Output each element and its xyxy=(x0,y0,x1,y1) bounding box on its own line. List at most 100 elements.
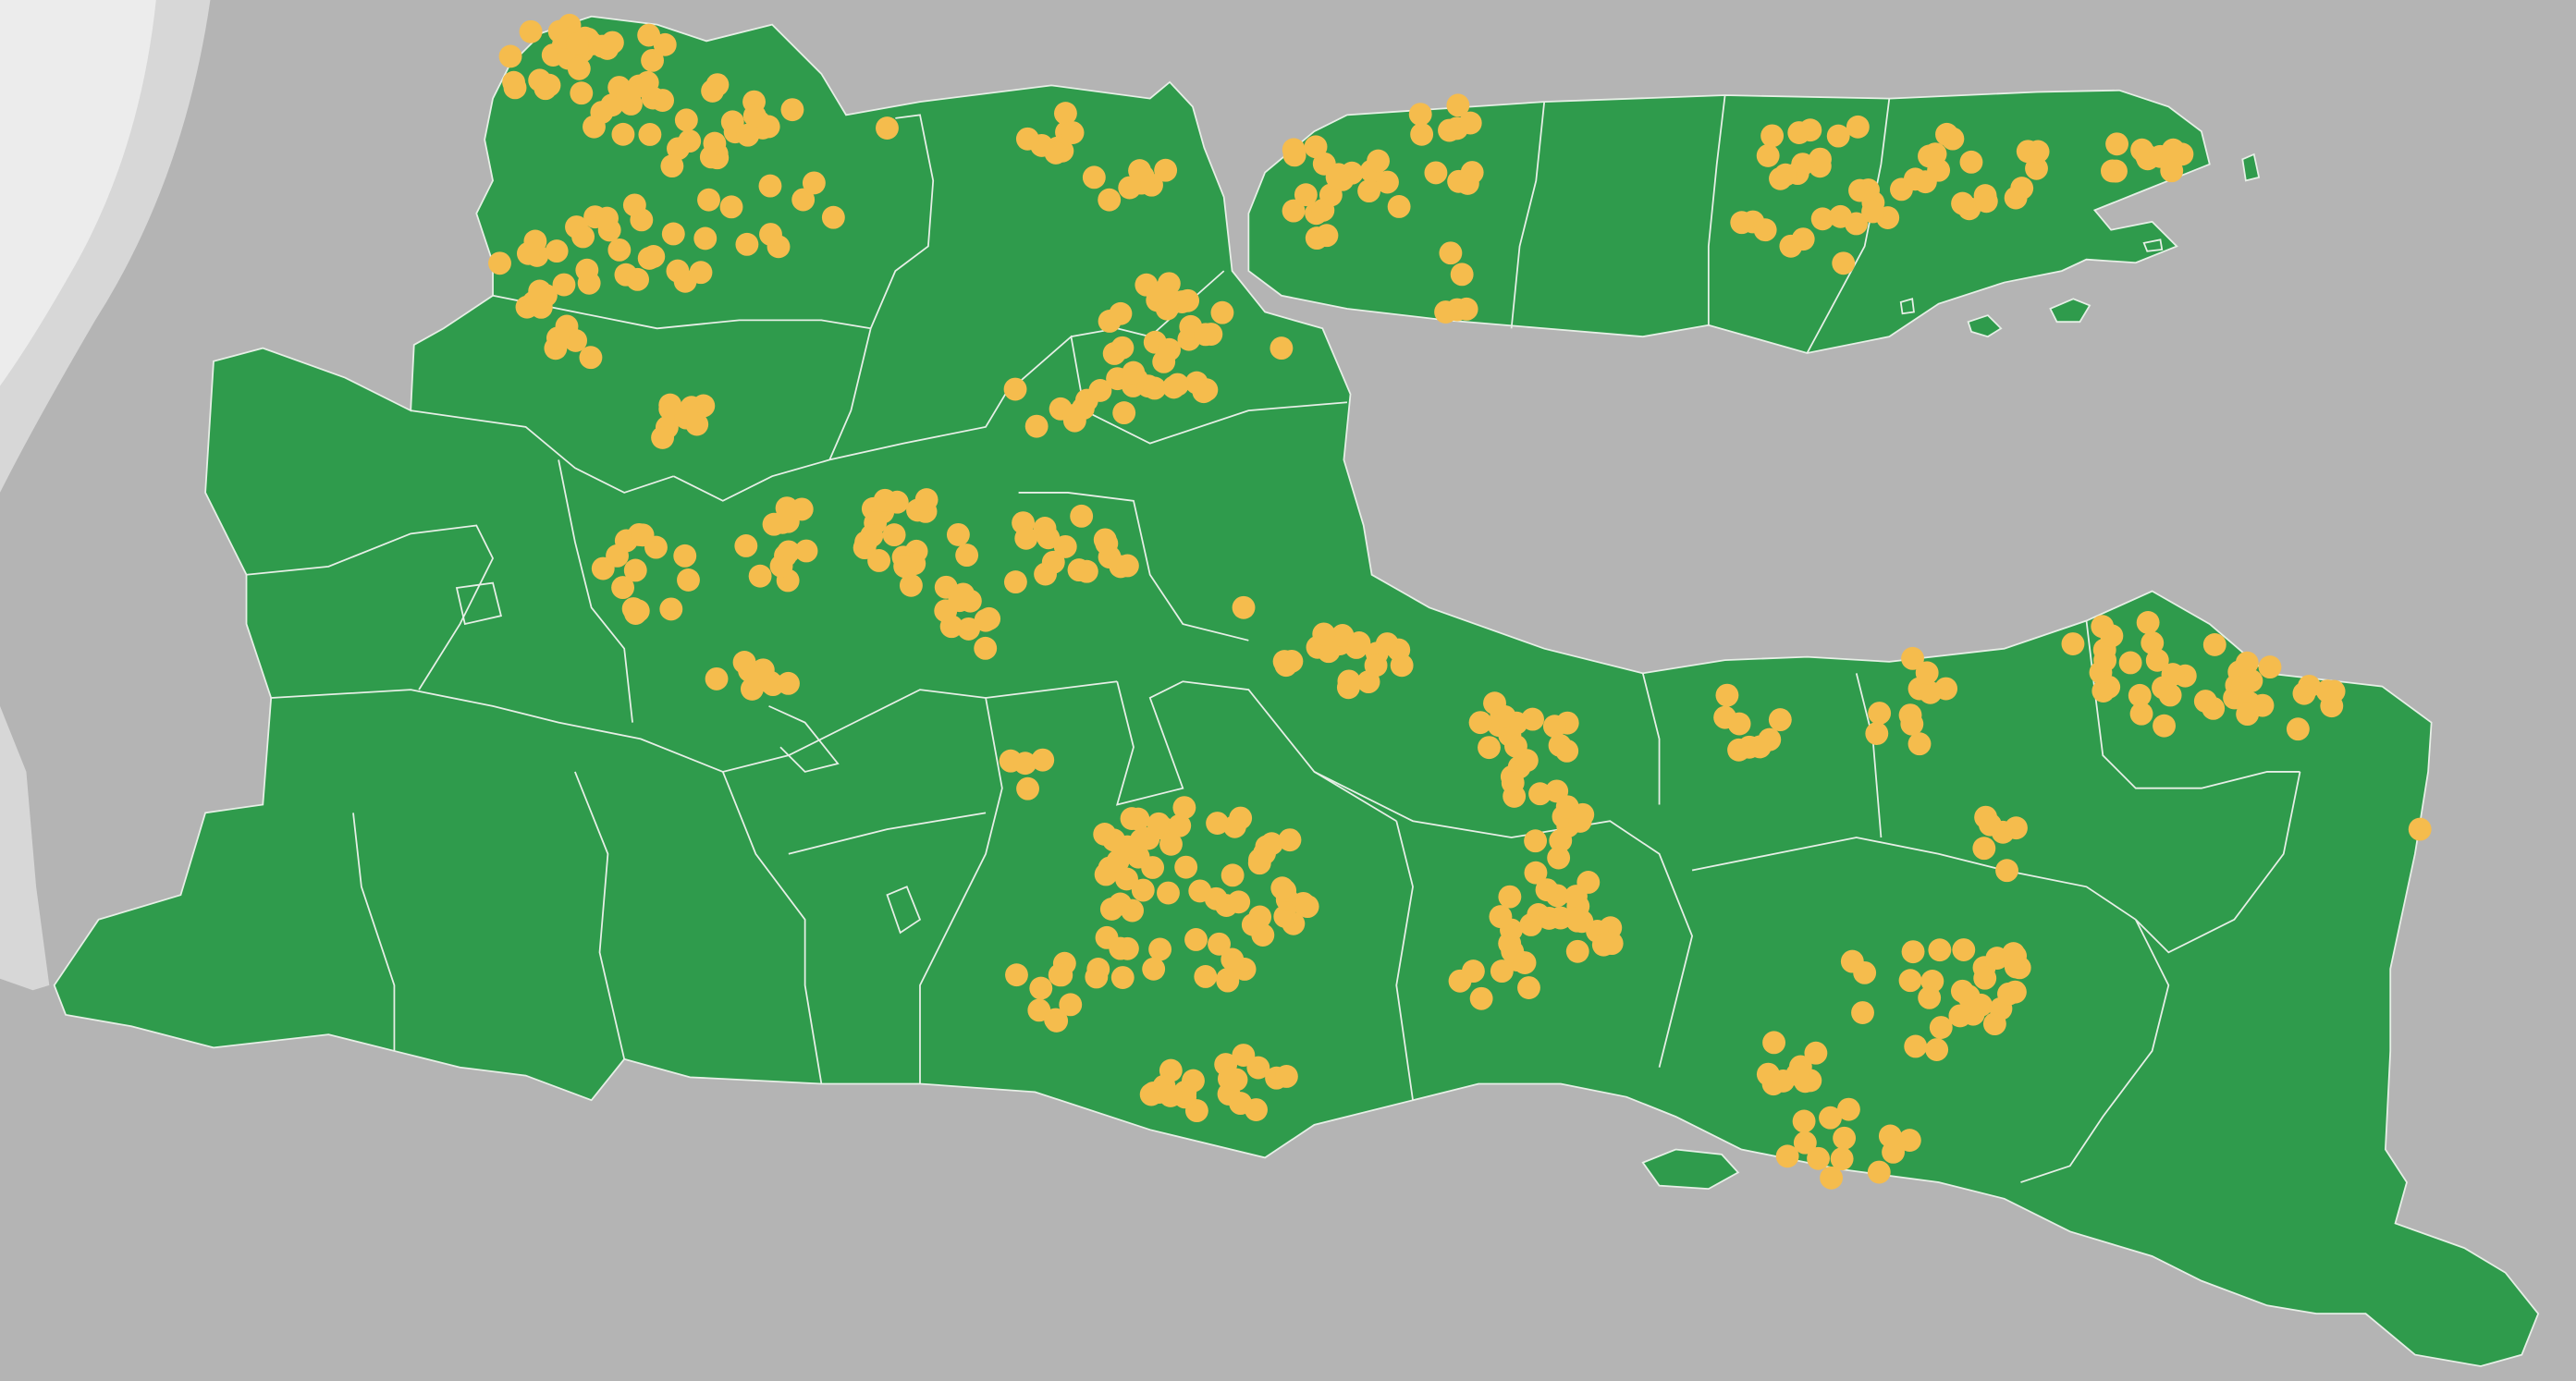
location-marker[interactable] xyxy=(1270,336,1294,361)
location-marker[interactable] xyxy=(1501,771,1525,795)
location-marker[interactable] xyxy=(1357,179,1381,203)
location-marker[interactable] xyxy=(1995,859,2018,883)
location-marker[interactable] xyxy=(1829,204,1852,228)
location-marker[interactable] xyxy=(1325,165,1349,189)
location-marker[interactable] xyxy=(567,56,591,80)
location-marker[interactable] xyxy=(1826,124,1850,148)
location-marker[interactable] xyxy=(1194,965,1218,988)
location-marker[interactable] xyxy=(1468,711,1492,735)
location-marker[interactable] xyxy=(1102,342,1126,365)
location-marker[interactable] xyxy=(2239,669,2263,692)
location-marker[interactable] xyxy=(2025,156,2048,180)
location-marker[interactable] xyxy=(1898,969,1922,993)
location-marker[interactable] xyxy=(1093,823,1117,846)
location-marker[interactable] xyxy=(705,73,730,97)
location-marker[interactable] xyxy=(1311,198,1335,222)
location-marker[interactable] xyxy=(1469,986,1493,1010)
location-marker[interactable] xyxy=(1832,251,1856,275)
location-marker[interactable] xyxy=(1779,234,1803,258)
location-marker[interactable] xyxy=(1141,856,1165,879)
location-marker[interactable] xyxy=(1982,1012,2006,1036)
location-marker[interactable] xyxy=(537,73,561,97)
location-marker[interactable] xyxy=(1600,932,1624,956)
location-marker[interactable] xyxy=(1446,93,1470,117)
location-marker[interactable] xyxy=(1901,940,1925,964)
location-marker[interactable] xyxy=(641,48,664,72)
location-marker[interactable] xyxy=(689,261,713,285)
location-marker[interactable] xyxy=(732,651,756,674)
location-marker[interactable] xyxy=(1498,885,1522,909)
location-marker[interactable] xyxy=(1915,661,1939,685)
location-marker[interactable] xyxy=(720,110,744,134)
location-marker[interactable] xyxy=(653,32,677,56)
location-marker[interactable] xyxy=(1819,1106,1842,1130)
location-marker[interactable] xyxy=(736,123,760,147)
location-marker[interactable] xyxy=(1037,526,1061,550)
location-marker[interactable] xyxy=(637,247,661,270)
location-marker[interactable] xyxy=(1460,161,1484,184)
location-marker[interactable] xyxy=(882,523,906,547)
location-marker[interactable] xyxy=(1227,890,1251,914)
location-marker[interactable] xyxy=(626,599,650,623)
location-marker[interactable] xyxy=(1959,150,1983,174)
location-marker[interactable] xyxy=(1785,1062,1809,1086)
location-marker[interactable] xyxy=(1972,837,1996,861)
location-marker[interactable] xyxy=(735,232,759,256)
location-marker[interactable] xyxy=(1820,1166,1844,1190)
location-marker[interactable] xyxy=(1730,211,1754,235)
location-marker[interactable] xyxy=(1848,178,1871,202)
location-marker[interactable] xyxy=(1410,122,1434,146)
location-marker[interactable] xyxy=(860,524,884,547)
location-marker[interactable] xyxy=(1172,796,1196,820)
location-marker[interactable] xyxy=(758,174,782,198)
location-marker[interactable] xyxy=(591,556,615,581)
location-marker[interactable] xyxy=(1278,828,1302,852)
location-marker[interactable] xyxy=(705,666,729,690)
location-marker[interactable] xyxy=(821,205,845,229)
location-marker[interactable] xyxy=(1846,115,1870,139)
location-marker[interactable] xyxy=(635,70,659,94)
location-marker[interactable] xyxy=(2136,611,2160,634)
location-marker[interactable] xyxy=(1086,958,1110,981)
location-marker[interactable] xyxy=(2145,648,2169,672)
location-marker[interactable] xyxy=(1450,263,1474,287)
location-marker[interactable] xyxy=(498,44,522,68)
location-marker[interactable] xyxy=(1282,138,1306,162)
location-marker[interactable] xyxy=(1143,376,1167,400)
location-marker[interactable] xyxy=(2004,955,2028,979)
location-marker[interactable] xyxy=(1504,734,1527,758)
location-marker[interactable] xyxy=(661,222,685,246)
location-marker[interactable] xyxy=(1099,898,1123,921)
location-marker[interactable] xyxy=(1282,199,1306,223)
location-marker[interactable] xyxy=(1229,806,1253,830)
location-marker[interactable] xyxy=(1142,957,1166,981)
location-marker[interactable] xyxy=(893,555,917,579)
location-marker[interactable] xyxy=(2010,177,2034,201)
location-marker[interactable] xyxy=(1549,828,1573,852)
location-marker[interactable] xyxy=(1549,906,1573,930)
location-marker[interactable] xyxy=(503,76,527,100)
location-marker[interactable] xyxy=(677,568,700,592)
location-marker[interactable] xyxy=(595,206,619,230)
location-marker[interactable] xyxy=(1121,898,1144,923)
location-marker[interactable] xyxy=(1867,1160,1891,1184)
location-marker[interactable] xyxy=(516,241,540,265)
location-marker[interactable] xyxy=(1519,913,1543,936)
location-marker[interactable] xyxy=(2118,651,2142,675)
location-marker[interactable] xyxy=(1140,173,1163,197)
location-marker[interactable] xyxy=(1919,680,1943,704)
location-marker[interactable] xyxy=(1918,144,1941,168)
location-marker[interactable] xyxy=(1034,562,1058,586)
location-marker[interactable] xyxy=(876,116,899,140)
location-marker[interactable] xyxy=(2153,714,2176,738)
location-marker[interactable] xyxy=(1715,683,1739,707)
location-marker[interactable] xyxy=(1376,170,1399,194)
location-marker[interactable] xyxy=(674,108,698,132)
location-marker[interactable] xyxy=(1375,632,1399,655)
location-marker[interactable] xyxy=(1221,863,1245,887)
location-marker[interactable] xyxy=(1830,1147,1854,1171)
location-marker[interactable] xyxy=(1833,1126,1857,1150)
location-marker[interactable] xyxy=(1014,526,1038,550)
location-marker[interactable] xyxy=(770,510,794,534)
location-marker[interactable] xyxy=(1273,905,1297,928)
